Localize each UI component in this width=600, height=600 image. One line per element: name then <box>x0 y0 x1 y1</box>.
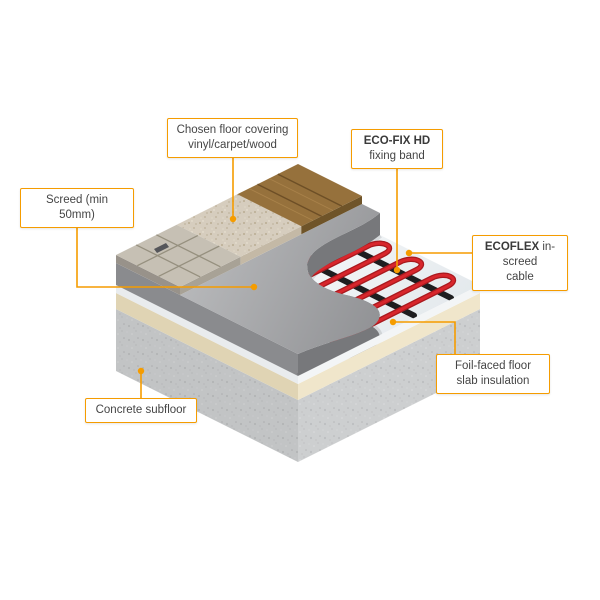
callout-foil: Foil-faced floor slab insulation <box>436 354 550 395</box>
dot-ecofix <box>393 266 401 274</box>
tile-grout-lines <box>135 234 221 278</box>
screed-edge-left <box>116 263 298 376</box>
callout-ecoflex-rest: in-screed <box>502 241 556 269</box>
callout-floor-covering-line1: Chosen floor covering <box>176 124 289 136</box>
carpet-front-face <box>240 226 302 265</box>
callout-ecoflex-line2: cable <box>506 271 534 284</box>
dot-screed <box>250 283 258 291</box>
callout-screed: Screed (min 50mm) <box>20 188 134 229</box>
callout-foil-line2: slab insulation <box>456 375 530 388</box>
insulation-edge-left <box>116 293 298 400</box>
callout-foil-line1: Foil-faced floor <box>454 360 532 372</box>
dot-concrete <box>137 367 145 375</box>
carpet-covering <box>176 194 302 257</box>
leader-screed <box>76 213 251 288</box>
concrete-face-right <box>298 309 480 462</box>
insulation-edge-right <box>298 293 480 400</box>
callout-screed-text: Screed (min 50mm) <box>46 194 108 222</box>
foil-edge-left <box>116 285 298 384</box>
dot-ecoflex <box>405 249 413 257</box>
wood-covering <box>237 164 362 227</box>
tile-covering <box>116 224 241 287</box>
wood-front-face <box>301 196 362 235</box>
dot-floor-covering <box>229 215 237 223</box>
callout-ecofix: ECO-FIX HD fixing band <box>351 129 443 170</box>
callout-ecofix-bold: ECO-FIX HD <box>363 135 431 147</box>
leader-foil <box>396 321 456 355</box>
callout-leaders <box>76 157 473 399</box>
concrete-face-left-shade <box>116 309 298 462</box>
foil-edge-right <box>298 285 480 384</box>
tile-front-face <box>180 256 241 295</box>
screed-top <box>180 204 380 354</box>
floor-covering-band <box>116 164 362 295</box>
callout-ecofix-line2: fixing band <box>369 150 425 163</box>
fixing-clip <box>154 243 169 253</box>
wood-plank-lines <box>248 173 343 221</box>
callout-ecoflex: ECOFLEX in-screed cable <box>472 235 568 291</box>
callout-floor-covering-line2: vinyl/carpet/wood <box>188 139 277 152</box>
tile-end-face <box>116 255 180 295</box>
callout-floor-covering: Chosen floor covering vinyl/carpet/wood <box>167 118 298 159</box>
concrete-face-left <box>116 309 298 462</box>
callout-concrete-text: Concrete subfloor <box>95 404 187 416</box>
callout-ecoflex-bold: ECOFLEX <box>484 241 540 253</box>
callout-concrete: Concrete subfloor <box>85 398 197 424</box>
dot-foil <box>389 318 397 326</box>
